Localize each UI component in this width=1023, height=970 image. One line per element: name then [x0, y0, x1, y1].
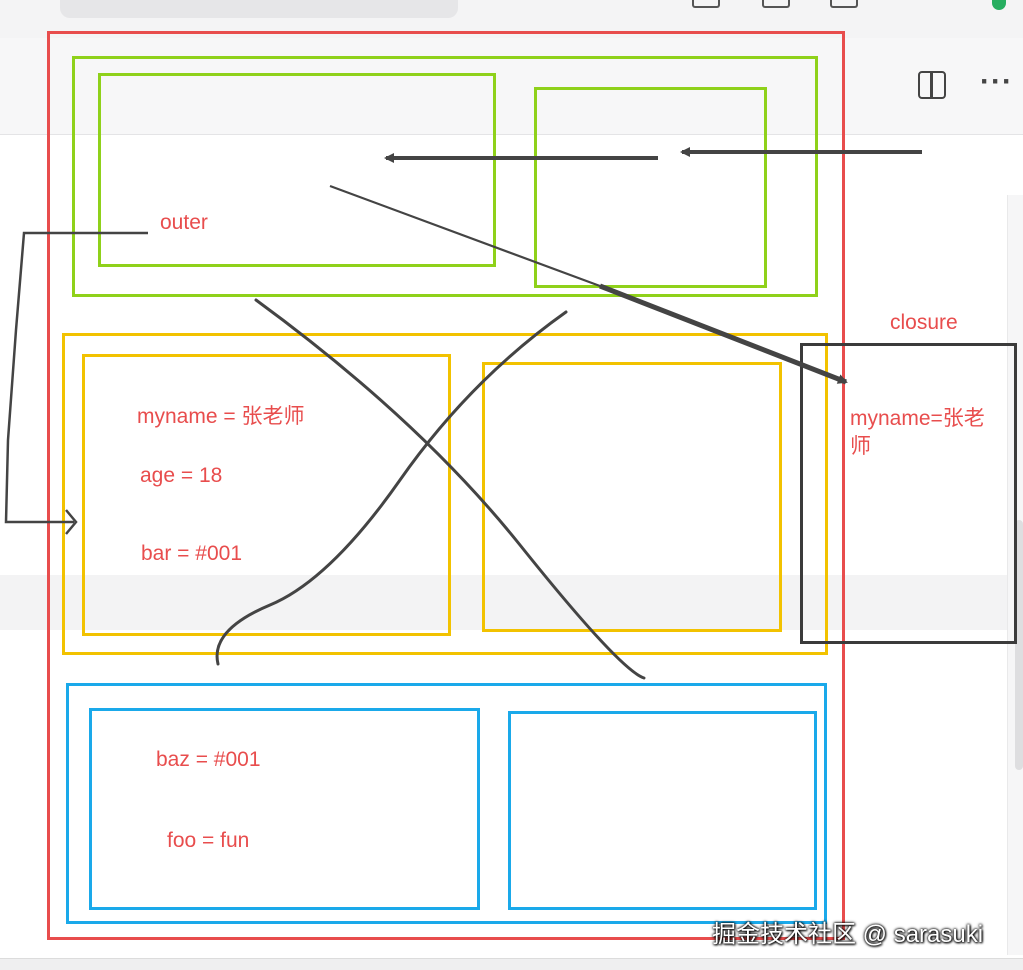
split-view-icon[interactable]	[918, 71, 946, 99]
closure-myname-label: 师	[850, 435, 871, 458]
execution-context-stack	[47, 31, 845, 940]
closure-box	[800, 343, 1017, 644]
closure-myname-label: myname=张老	[850, 407, 985, 430]
background-strip	[0, 575, 1023, 630]
status-dot-icon	[992, 0, 1006, 10]
age-label: age = 18	[140, 464, 223, 487]
bottom-bar	[0, 958, 1023, 970]
toolbar	[0, 38, 1023, 135]
browser-tab[interactable]	[60, 0, 458, 18]
cross-out-stroke	[254, 298, 646, 680]
more-options-button[interactable]: ···	[980, 65, 1013, 98]
outer-context-box	[62, 333, 828, 655]
inner-context-box	[66, 683, 827, 924]
outer-reference-arrow	[4, 231, 148, 524]
global-variable-environment	[98, 73, 496, 267]
outer-lexical-environment	[482, 362, 782, 632]
foo-label: foo = fun	[167, 829, 250, 852]
baz-label: baz = #001	[156, 748, 261, 771]
global-context-box	[72, 56, 818, 297]
closure-arrow-thick	[599, 283, 848, 385]
window-icon[interactable]	[762, 0, 790, 8]
outer-variable-environment	[82, 354, 451, 636]
window-icon[interactable]	[830, 0, 858, 8]
scrollbar-thumb[interactable]	[1015, 520, 1023, 770]
myname-label: myname = 张老师	[137, 405, 305, 428]
inner-lexical-environment	[508, 711, 817, 910]
bar-label: bar = #001	[141, 542, 243, 565]
closure-label: closure	[890, 311, 958, 334]
outer-label: outer	[160, 211, 208, 234]
global-lexical-environment	[534, 87, 767, 288]
outer-reference-arrowhead	[65, 509, 78, 535]
cross-out-stroke	[215, 310, 568, 666]
watermark: 掘金技术社区 @ sarasuki	[712, 921, 984, 948]
inner-variable-environment	[89, 708, 480, 910]
window-icon[interactable]	[692, 0, 720, 8]
